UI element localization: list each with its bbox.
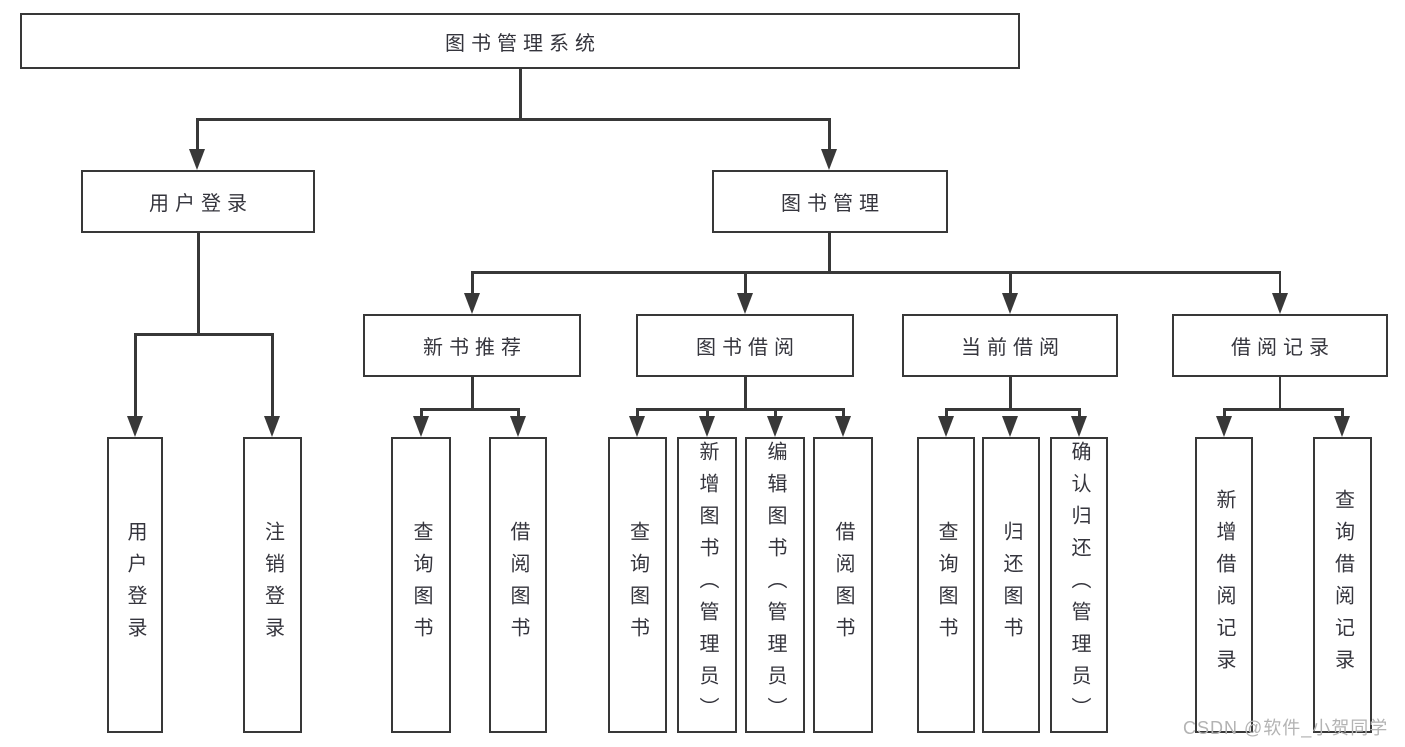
connector-line [744,377,747,408]
node-user-login-group: 用户登录 [81,170,315,233]
connector-line [134,333,273,336]
arrowhead-icon [1216,416,1232,437]
leaf-return-books: 归还图书 [982,437,1040,733]
connector-line [945,408,1080,411]
connector-line [1223,408,1343,411]
leaf-logout-login: 注销登录 [243,437,302,733]
connector-line [196,118,830,121]
connector-line [744,271,747,298]
leaf-add-books-admin: 新增图书（管理员） [677,437,737,733]
arrowhead-icon [1334,416,1350,437]
leaf-query-books-borrowing: 查询图书 [608,437,667,733]
arrowhead-icon [189,149,205,170]
arrowhead-icon [127,416,143,437]
arrowhead-icon [835,416,851,437]
leaf-query-books-newbook: 查询图书 [391,437,451,733]
connector-line [636,408,844,411]
connector-line [471,271,474,298]
arrowhead-icon [938,416,954,437]
connector-line [1078,408,1081,422]
connector-line [517,408,520,422]
connector-line [945,408,948,422]
node-borrowing-records: 借阅记录 [1172,314,1388,377]
arrowhead-icon [1071,416,1087,437]
connector-line [706,408,709,422]
leaf-query-books-current: 查询图书 [917,437,975,733]
csdn-watermark: CSDN @软件_小贺同学 [1183,718,1389,738]
arrowhead-icon [737,293,753,314]
connector-line [134,333,137,420]
node-current-borrowing: 当前借阅 [902,314,1118,377]
arrowhead-icon [1002,293,1018,314]
arrowhead-icon [767,416,783,437]
leaf-confirm-return-admin: 确认归还（管理员） [1050,437,1108,733]
arrowhead-icon [464,293,480,314]
arrowhead-icon [264,416,280,437]
arrowhead-icon [699,416,715,437]
connector-line [828,233,831,271]
connector-line [1009,377,1012,408]
node-book-borrowing: 图书借阅 [636,314,854,377]
connector-line [1009,271,1012,298]
leaf-borrow-books-newbook: 借阅图书 [489,437,547,733]
leaf-edit-books-admin: 编辑图书（管理员） [745,437,805,733]
connector-line [1278,271,1281,298]
connector-line [271,333,274,420]
connector-line [1223,408,1226,422]
connector-line [519,68,522,118]
arrowhead-icon [629,416,645,437]
node-new-book-recommend: 新书推荐 [363,314,581,377]
leaf-borrow-books-borrowing: 借阅图书 [813,437,873,733]
connector-line [196,118,199,152]
arrowhead-icon [413,416,429,437]
leaf-user-login: 用户登录 [107,437,163,733]
connector-line [1341,408,1344,422]
connector-line [471,271,1281,274]
arrowhead-icon [510,416,526,437]
leaf-add-borrow-record: 新增借阅记录 [1195,437,1253,733]
connector-line [636,408,639,422]
connector-line [774,408,777,422]
connector-line [842,408,845,422]
connector-line [471,377,474,408]
connector-line [1278,377,1281,408]
node-book-management: 图书管理 [712,170,948,233]
arrowhead-icon [821,149,837,170]
connector-line [828,118,831,152]
node-library-system: 图书管理系统 [20,13,1020,69]
connector-line [197,233,200,333]
arrowhead-icon [1002,416,1018,437]
connector-line [420,408,423,422]
connector-line [420,408,519,411]
arrowhead-icon [1272,293,1288,314]
leaf-query-borrow-record: 查询借阅记录 [1313,437,1372,733]
